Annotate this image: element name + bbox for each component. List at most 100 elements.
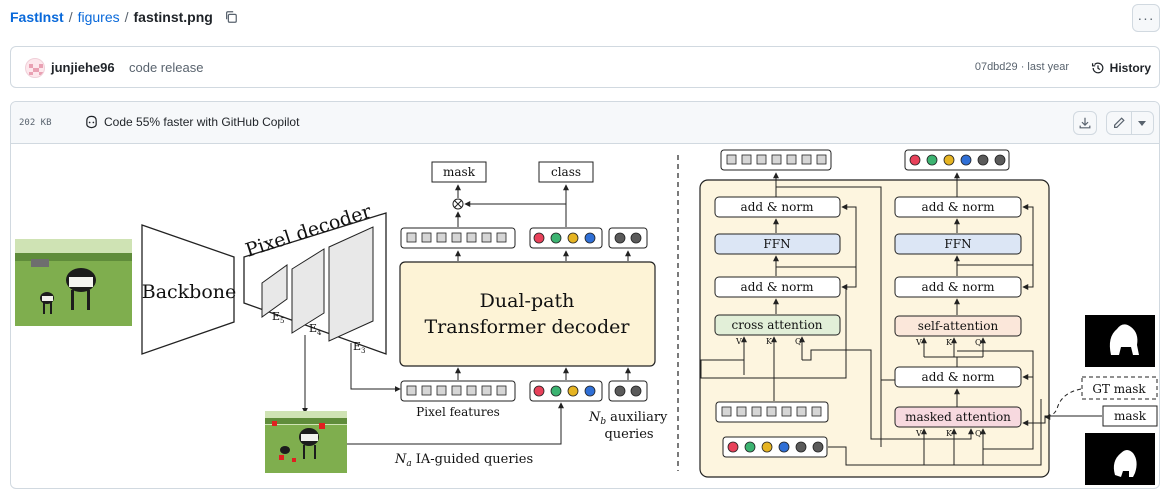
query-token	[727, 441, 739, 453]
query-token	[550, 385, 562, 397]
feature-token	[406, 232, 417, 243]
feature-token	[481, 232, 492, 243]
right-add-norm-bottom	[894, 366, 1022, 388]
query-token	[761, 441, 773, 453]
feature-token	[801, 154, 812, 165]
cross-v-label: V	[735, 337, 742, 346]
ia-query-tokens	[529, 380, 603, 402]
masked-attention-block	[894, 406, 1022, 428]
right-add-norm-mid	[894, 276, 1022, 298]
feature-token	[766, 406, 777, 417]
queries-label: queries	[604, 427, 653, 442]
mask-input-label: mask	[1114, 409, 1147, 423]
query-input-tokens	[722, 436, 828, 458]
mask-output-label: mask	[443, 165, 476, 179]
query-token	[533, 232, 545, 244]
query-token	[584, 232, 596, 244]
mask-input-box	[1102, 405, 1158, 427]
history-icon	[1091, 62, 1104, 74]
feature-token	[816, 154, 827, 165]
pixel-features-label: Pixel features	[416, 405, 500, 419]
class-output-box	[538, 161, 594, 183]
feature-token	[756, 154, 767, 165]
masked-q-label: Q	[975, 429, 982, 438]
copilot-promo-link[interactable]: Code 55% faster with GitHub Copilot	[84, 115, 299, 129]
feature-token	[721, 406, 732, 417]
token-layer	[406, 154, 1006, 453]
left-add-norm-top-label: add & norm	[741, 200, 815, 214]
right-ffn	[894, 233, 1022, 255]
feature-token	[496, 232, 507, 243]
left-add-norm-mid-label: add & norm	[741, 280, 815, 294]
feature-token	[406, 385, 417, 396]
breadcrumb-separator: /	[68, 9, 73, 25]
query-token	[630, 385, 642, 397]
feature-token	[421, 232, 432, 243]
query-token	[994, 154, 1006, 166]
query-token	[744, 441, 756, 453]
breadcrumb-repo-link[interactable]: FastInst	[10, 9, 64, 25]
self-attention-block	[894, 315, 1022, 337]
feature-token	[751, 406, 762, 417]
e4-label: E4	[309, 322, 322, 337]
cross-q-label: Q	[795, 337, 802, 346]
left-add-norm-top	[714, 196, 841, 218]
ia-guided-image	[265, 411, 347, 473]
masked-attention-label: masked attention	[905, 410, 1011, 424]
button-divider	[1131, 112, 1132, 134]
breadcrumb-separator: /	[124, 9, 129, 25]
query-token	[630, 232, 642, 244]
architecture-figure: Backbone Pixel decoder E5 E4 E3	[15, 149, 1158, 485]
cross-attention-block	[714, 314, 841, 336]
more-options-button[interactable]: ···	[1132, 4, 1160, 32]
avatar[interactable]	[25, 58, 45, 78]
chevron-down-icon[interactable]	[1138, 121, 1146, 127]
feature-token	[796, 406, 807, 417]
query-token	[584, 385, 596, 397]
feature-token	[481, 385, 492, 396]
feature-token	[466, 385, 477, 396]
input-image	[15, 239, 132, 326]
feature-token	[436, 385, 447, 396]
query-token	[567, 385, 579, 397]
query-token	[812, 441, 824, 453]
e5-label: E5	[272, 310, 285, 325]
left-add-norm-mid	[714, 276, 841, 298]
download-button[interactable]	[1073, 111, 1097, 135]
gt-mask-box	[1081, 376, 1158, 400]
query-token	[614, 385, 626, 397]
masked-v-label: V	[915, 429, 922, 438]
query-token	[943, 154, 955, 166]
feature-token	[451, 232, 462, 243]
kebab-icon: ···	[1137, 10, 1155, 26]
query-token	[614, 232, 626, 244]
edit-file-button[interactable]	[1106, 111, 1154, 135]
query-token	[926, 154, 938, 166]
query-token	[567, 232, 579, 244]
feature-token	[786, 154, 797, 165]
feature-token	[736, 406, 747, 417]
copy-path-button[interactable]	[223, 9, 239, 25]
e3-label: E3	[353, 340, 366, 355]
query-output-tokens	[904, 149, 1010, 171]
commit-message-link[interactable]: code release	[129, 60, 204, 75]
feature-token	[811, 406, 822, 417]
copy-icon	[225, 11, 237, 23]
class-output-label: class	[551, 165, 581, 179]
right-ffn-label: FFN	[944, 237, 971, 251]
history-button[interactable]: History	[1091, 56, 1151, 80]
copilot-icon	[86, 115, 97, 129]
self-q-label: Q	[975, 338, 982, 347]
cross-k-label: K	[766, 337, 773, 346]
breadcrumb-folder-link[interactable]: figures	[77, 9, 120, 25]
commit-hash-time[interactable]: 07dbd29 · last year	[974, 61, 1069, 73]
feature-token	[421, 385, 432, 396]
mask-output-box	[431, 161, 487, 183]
commit-author-link[interactable]: junjiehe96	[51, 60, 115, 75]
backbone-block: Backbone	[141, 224, 236, 355]
left-ffn-label: FFN	[763, 237, 790, 251]
download-icon	[1079, 117, 1091, 129]
right-add-norm-mid-label: add & norm	[922, 280, 996, 294]
